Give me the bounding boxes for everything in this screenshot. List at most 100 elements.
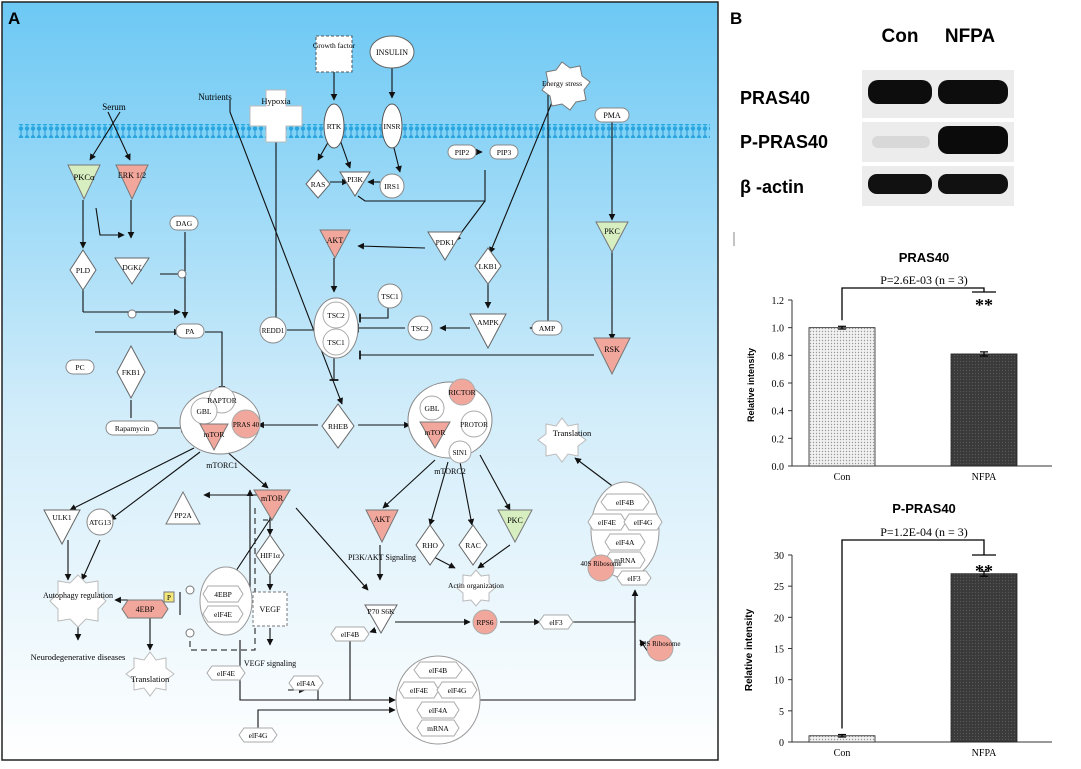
svg-text:AKT: AKT xyxy=(374,515,391,524)
node-elf3-mid: elF3 xyxy=(538,614,574,630)
node-growth-factor: Growth factor xyxy=(313,35,356,73)
junction-dot xyxy=(177,269,187,279)
svg-text:VEGF signaling: VEGF signaling xyxy=(244,659,296,668)
junction-dot xyxy=(185,628,195,638)
node-ampk: AMPK xyxy=(469,313,507,350)
svg-text:elF4B: elF4B xyxy=(616,498,634,507)
svg-text:ULK1: ULK1 xyxy=(52,513,71,522)
node-rtk: RTK xyxy=(323,103,345,149)
node-elf4g-bottom: elF4G xyxy=(238,727,278,743)
svg-text:mTOR: mTOR xyxy=(261,494,284,503)
svg-text:elF4A: elF4A xyxy=(297,679,316,688)
node-insr: INSR xyxy=(381,103,403,149)
svg-text:P: P xyxy=(167,594,171,602)
y-tick-label: 1.2 xyxy=(772,296,785,307)
chart-pras40: PRAS40 P=2.6E-03 (n = 3) Relative intens… xyxy=(746,250,1052,483)
node-actin: Actin organization xyxy=(448,569,504,607)
svg-text:PROTOR: PROTOR xyxy=(460,421,488,429)
panel-a-letter: A xyxy=(8,9,20,28)
svg-text:PKCα: PKCα xyxy=(74,172,96,182)
pathway-diagram: A xyxy=(1,1,719,761)
node-autophagy: Autophagy regulation xyxy=(43,574,113,628)
band-actin-nfpa xyxy=(938,174,1008,194)
node-pi3k: PI3K xyxy=(339,171,371,197)
node-dgkz: DGKζ xyxy=(114,257,150,285)
dashed-edge xyxy=(189,508,256,651)
y-tick-label: 0.4 xyxy=(772,407,785,418)
svg-text:Autophagy regulation: Autophagy regulation xyxy=(43,591,113,600)
node-akt-mid: AKT xyxy=(365,509,399,544)
svg-text:mRNA: mRNA xyxy=(614,556,636,565)
band-ppras40-nfpa xyxy=(938,126,1008,154)
node-rapamycin: Rapamycin xyxy=(105,420,159,436)
y-tick-label: 0.0 xyxy=(772,462,785,473)
bar-nfpa xyxy=(950,573,1018,743)
svg-text:TSC1: TSC1 xyxy=(381,292,399,301)
svg-text:Rapamycin: Rapamycin xyxy=(115,424,149,433)
blot-col-nfpa: NFPA xyxy=(945,26,996,47)
svg-text:Energy stress: Energy stress xyxy=(542,79,582,88)
svg-text:mTORC2: mTORC2 xyxy=(434,467,465,476)
svg-text:REDD1: REDD1 xyxy=(262,327,285,335)
node-redd1: REDD1 xyxy=(259,316,287,344)
chart2-title: P-PRAS40 xyxy=(892,501,956,516)
node-pkc-mid: PKC xyxy=(497,509,533,544)
node-pld: PLD xyxy=(69,249,97,291)
svg-text:RHO: RHO xyxy=(422,541,438,550)
node-40s-ribosome-b: 40S Ribosome xyxy=(639,634,681,662)
node-pip3: PIP3 xyxy=(489,144,519,160)
svg-text:elF4E: elF4E xyxy=(598,518,616,527)
svg-text:Translation: Translation xyxy=(131,674,170,684)
svg-text:PI3K: PI3K xyxy=(347,175,363,184)
svg-text:DAG: DAG xyxy=(176,219,193,228)
node-erk: ERK 1/2 xyxy=(115,164,149,201)
svg-text:RICTOR: RICTOR xyxy=(448,388,475,397)
node-pip2: PIP2 xyxy=(447,144,477,160)
node-pi3k-akt: PI3K/AKT Signaling xyxy=(348,553,416,562)
node-pma: PMA xyxy=(594,107,630,123)
svg-text:elF3: elF3 xyxy=(549,618,563,627)
node-elf4b-left: elF4B xyxy=(330,626,370,642)
svg-text:PRAS 40: PRAS 40 xyxy=(233,421,260,429)
node-pa: PA xyxy=(175,323,205,339)
y-tick-label: 15 xyxy=(774,645,784,656)
band-pras40-nfpa xyxy=(938,80,1008,104)
complex-mtorc2: RICTOR GBL PROTOR SIN1 mTOR mTORC2 xyxy=(407,378,493,476)
complex-4ebp: 4EBP elF4E xyxy=(199,566,253,636)
node-rho: RHO xyxy=(415,524,445,566)
significance-bracket xyxy=(841,287,985,321)
bar-con xyxy=(808,327,876,467)
western-blot: Con NFPA PRAS40 P-PRAS40 β -actin xyxy=(740,26,1014,206)
svg-text:mTORC1: mTORC1 xyxy=(206,461,237,470)
svg-text:elF4A: elF4A xyxy=(616,538,635,547)
svg-text:40S Ribosome: 40S Ribosome xyxy=(580,560,621,568)
complex-elf4-bottom: elF4B elF4E elF4G elF4A mRNA xyxy=(395,655,481,745)
node-insulin: INSULIN xyxy=(369,35,415,69)
svg-text:RHEB: RHEB xyxy=(328,422,348,431)
y-tick-label: 25 xyxy=(774,582,784,593)
svg-text:ATG13: ATG13 xyxy=(89,518,111,527)
chart2-ylabel: Relative intensity xyxy=(744,608,755,691)
blot-row-p-pras40: P-PRAS40 xyxy=(740,132,828,152)
node-ulk1: ULK1 xyxy=(43,509,81,546)
y-tick-label: 0.8 xyxy=(772,351,785,362)
y-tick-label: 0 xyxy=(779,738,784,749)
node-translation-left: Translation xyxy=(125,651,175,697)
node-neuro: Neurodegenerative diseases xyxy=(31,652,126,662)
svg-text:PIP3: PIP3 xyxy=(497,148,512,157)
node-rps6: RPS6 xyxy=(472,609,498,635)
svg-text:INSR: INSR xyxy=(383,122,400,131)
svg-text:PMA: PMA xyxy=(603,111,621,120)
svg-text:mTOR: mTOR xyxy=(425,428,446,437)
chart2-annotation: P=1.2E-04 (n = 3) xyxy=(880,525,968,539)
node-dag: DAG xyxy=(169,215,199,231)
svg-text:HIF1α: HIF1α xyxy=(260,551,280,560)
svg-text:elF4E: elF4E xyxy=(217,669,235,678)
node-irs1: IRS1 xyxy=(379,173,405,199)
node-energy-stress: Energy stress xyxy=(541,61,591,111)
svg-text:Translation: Translation xyxy=(553,428,592,438)
svg-text:elF3: elF3 xyxy=(627,574,641,583)
y-tick-label: 1.0 xyxy=(772,324,785,335)
svg-text:RPS6: RPS6 xyxy=(476,618,493,627)
